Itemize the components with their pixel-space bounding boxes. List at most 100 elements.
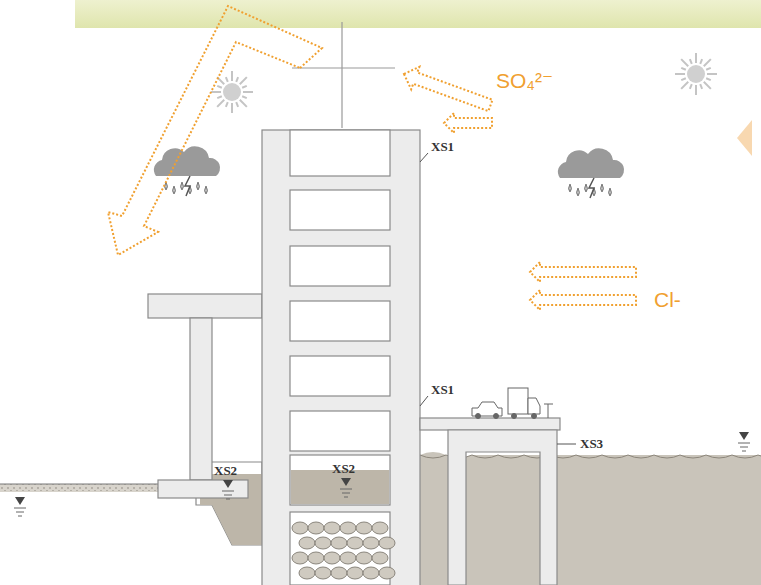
sea-water <box>420 452 761 585</box>
bent-arrow <box>108 6 322 255</box>
rain-drop <box>569 184 572 192</box>
sun-ray <box>217 86 222 88</box>
floor-opening <box>290 301 390 341</box>
level-line <box>224 495 232 496</box>
sign <box>548 404 549 418</box>
ion-label: SO₄²⁻ <box>496 70 553 91</box>
leader-line <box>420 396 428 406</box>
sun-ray <box>211 91 221 93</box>
gravel-stone <box>340 552 356 564</box>
gravel-stone <box>340 522 356 534</box>
sun-ray <box>231 71 233 81</box>
sun-ray <box>226 102 228 107</box>
level-triangle <box>15 497 25 505</box>
pier <box>448 430 557 585</box>
gravel-stone <box>363 537 379 549</box>
level-triangle <box>341 478 351 486</box>
roof-gap <box>290 130 390 176</box>
gravel-stone <box>363 567 379 579</box>
mast <box>341 22 342 128</box>
sun-ray <box>681 68 686 70</box>
gravel-stone <box>347 567 363 579</box>
leader-line <box>420 153 428 162</box>
rain-drop <box>601 184 604 192</box>
gravel-stone <box>356 522 372 534</box>
sun-ray <box>243 91 253 93</box>
tower <box>262 130 420 585</box>
canopy-slab <box>148 294 262 318</box>
gravel-stone <box>331 567 347 579</box>
floor-opening <box>290 356 390 396</box>
sun-disc <box>223 83 241 101</box>
sun-ray <box>240 100 247 107</box>
basement-water <box>291 470 389 504</box>
rain-drop <box>173 186 176 194</box>
level-line <box>742 451 746 452</box>
sun-ray <box>236 102 238 107</box>
sun-ray <box>681 78 686 80</box>
column <box>190 318 212 480</box>
gravel-stone <box>372 552 388 564</box>
basement <box>290 455 390 505</box>
level-line <box>16 512 24 513</box>
level-line <box>18 516 22 517</box>
level-line <box>222 491 234 492</box>
level-line <box>740 447 748 448</box>
gravel-stone <box>308 552 324 564</box>
sun-ray <box>681 59 688 66</box>
cloud <box>154 146 220 176</box>
level-line <box>342 493 350 494</box>
ion-label: Cl- <box>654 289 681 310</box>
exposure-class: XS1 <box>431 140 454 153</box>
rain-drop <box>205 186 208 194</box>
sun-ray <box>675 73 685 75</box>
rain-drop <box>585 184 588 192</box>
level-line <box>14 508 26 509</box>
gravel-stone <box>299 567 315 579</box>
lightning <box>589 178 594 198</box>
header-band <box>75 0 761 28</box>
sun-ray <box>700 84 702 89</box>
footing <box>158 480 248 498</box>
level-line <box>340 489 352 490</box>
ion-arrow <box>530 262 636 282</box>
sun-ray <box>706 78 711 80</box>
exposure-class: XS2 <box>214 464 237 477</box>
sun-ray <box>704 82 711 89</box>
leader-line <box>557 444 576 445</box>
sun-disc <box>687 65 705 83</box>
sun-ray <box>690 84 692 89</box>
gravel-stone <box>356 552 372 564</box>
gravel-stone <box>315 567 331 579</box>
gravel <box>292 522 395 579</box>
floor-opening <box>290 411 390 451</box>
ion-arrow <box>444 113 492 133</box>
sun-ray <box>217 100 224 107</box>
wave-line <box>420 455 761 458</box>
ion-arrow <box>400 63 495 117</box>
gravel-stone <box>331 537 347 549</box>
level-line <box>344 497 348 498</box>
gravel-stone <box>347 537 363 549</box>
sun-ray <box>706 68 711 70</box>
gravel-stone <box>379 567 395 579</box>
gravel-stone <box>324 552 340 564</box>
ground-line <box>0 484 160 485</box>
gravel-stone <box>299 537 315 549</box>
gravel-stone <box>315 537 331 549</box>
level-line <box>226 499 230 500</box>
floor-opening <box>290 246 390 286</box>
sun-ray <box>700 59 702 64</box>
cloud <box>558 148 624 178</box>
lightning <box>185 176 190 196</box>
sun-ray <box>226 77 228 82</box>
floor-opening <box>290 190 390 230</box>
foundation-pit <box>290 512 390 585</box>
car <box>472 402 502 419</box>
gravel-stone <box>324 522 340 534</box>
sun-ray <box>236 77 238 82</box>
sun-ray <box>707 73 717 75</box>
gravel-stone <box>292 522 308 534</box>
rain-drop <box>197 182 200 190</box>
